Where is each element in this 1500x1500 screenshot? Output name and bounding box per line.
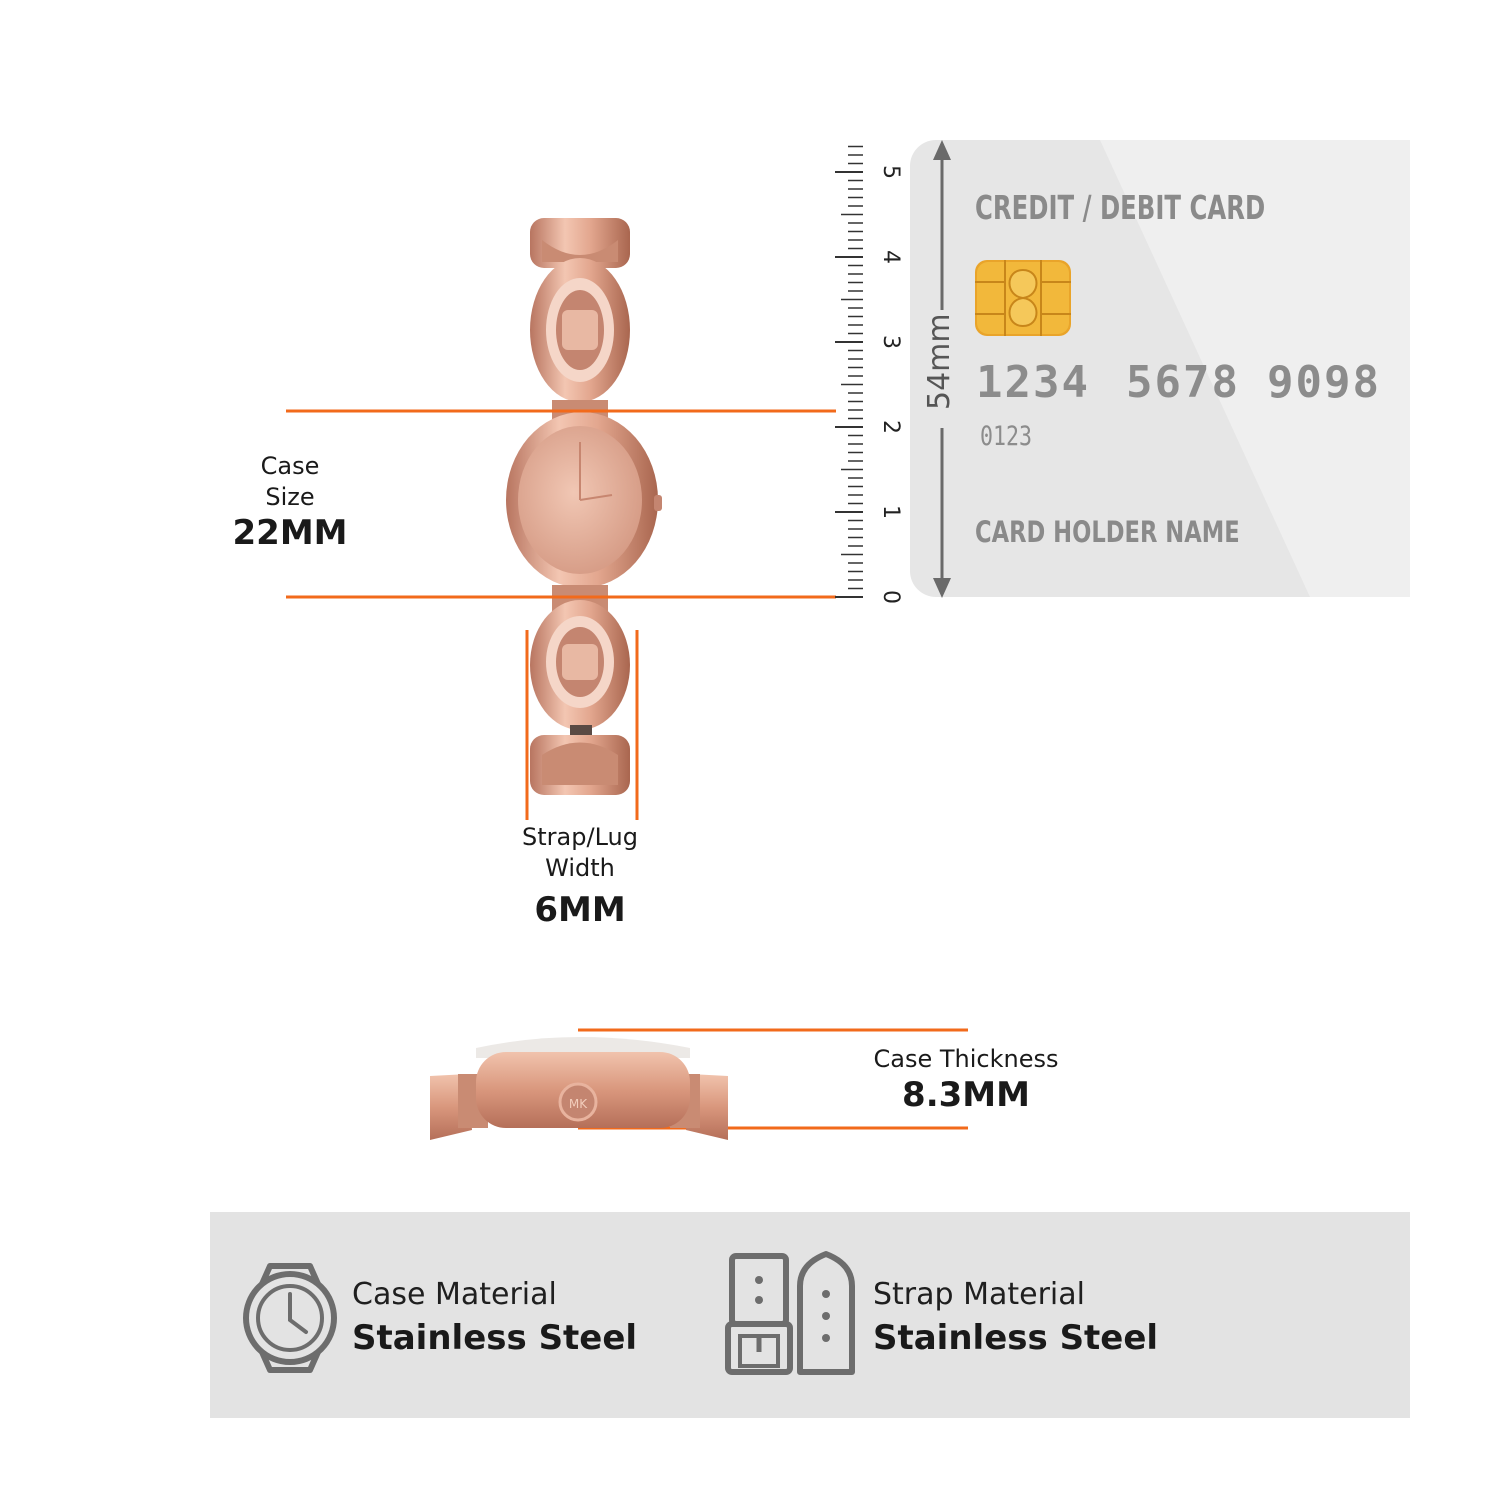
strap-icon — [725, 1251, 855, 1375]
case-material-value: Stainless Steel — [352, 1318, 638, 1358]
card-number-group-1: 1234 — [976, 357, 1090, 408]
svg-text:MK: MK — [569, 1097, 588, 1111]
watch-front-illustration — [506, 218, 662, 795]
ruler-tick-label: 0 — [878, 590, 903, 604]
case-thickness-value: 8.3MM — [902, 1075, 1030, 1115]
case-material-label: Case Material — [352, 1277, 557, 1312]
ruler — [835, 145, 863, 598]
case-thickness-label: Case Thickness 8.3MM — [846, 1044, 1086, 1115]
ruler-tick-label: 4 — [878, 250, 903, 264]
card-number-group-3: 9098 — [1267, 357, 1381, 408]
card-height-arrow — [932, 140, 952, 598]
case-size-label: Case Size 22MM — [200, 451, 380, 553]
case-size-label-line2: Size — [265, 483, 315, 511]
card-title: CREDIT / DEBIT CARD — [975, 188, 1266, 227]
card-small-number: 0123 — [980, 421, 1033, 452]
strap-width-label-line1: Strap/Lug — [522, 823, 638, 851]
case-size-label-line1: Case — [260, 452, 320, 480]
ruler-tick-label: 1 — [878, 505, 903, 519]
watch-side-illustration: MK — [430, 1037, 728, 1140]
credit-card — [910, 140, 1410, 597]
case-size-value: 22MM — [232, 513, 348, 553]
card-height-dimension: 54mm — [922, 313, 957, 410]
strap-width-label: Strap/Lug Width 6MM — [490, 822, 670, 930]
strap-width-label-line2: Width — [545, 854, 615, 882]
card-holder-name: CARD HOLDER NAME — [975, 515, 1240, 549]
strap-material-value: Stainless Steel — [873, 1318, 1159, 1358]
strap-material-label: Strap Material — [873, 1277, 1085, 1312]
materials-panel — [210, 1212, 1410, 1418]
card-chip-icon — [975, 260, 1071, 336]
strap-width-value: 6MM — [534, 890, 626, 930]
case-thickness-label-text: Case Thickness — [873, 1045, 1059, 1073]
ruler-tick-label: 5 — [878, 165, 903, 179]
ruler-tick-label: 2 — [878, 420, 903, 434]
ruler-tick-label: 3 — [878, 335, 903, 349]
watch-icon — [243, 1263, 337, 1373]
card-number-group-2: 5678 — [1126, 357, 1240, 408]
